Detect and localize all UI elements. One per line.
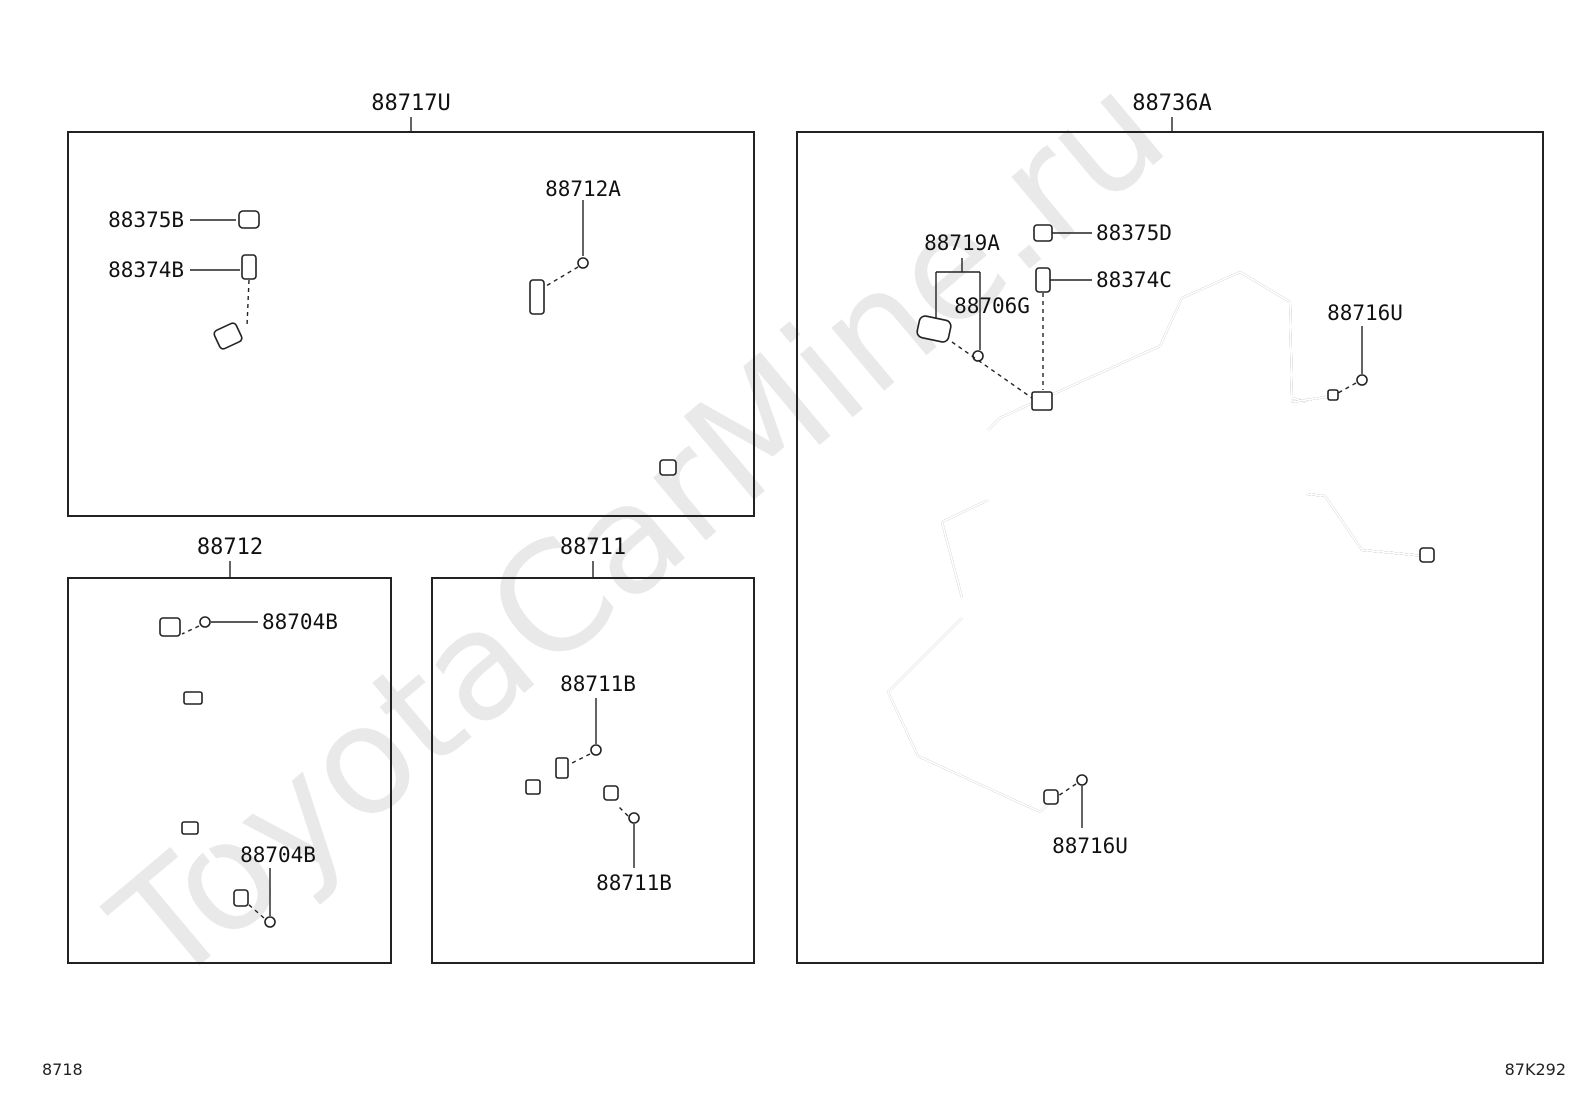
cap-88375b[interactable]: [238, 210, 260, 229]
washer-88712a[interactable]: [577, 257, 589, 269]
dash-leader: [951, 341, 1033, 399]
panel-88712: 88712 88704B 88704B: [67, 535, 392, 964]
dash-leader: [569, 753, 591, 765]
label-88711b-bottom[interactable]: 88711B: [596, 871, 672, 895]
dash-leader: [246, 279, 250, 327]
fitting-top: [159, 617, 181, 637]
hose-88711[interactable]: [509, 764, 616, 830]
label-88704b-top[interactable]: 88704B: [262, 610, 338, 634]
fitting-end-right: [1419, 547, 1435, 563]
dash-leader: [1337, 382, 1357, 394]
pressure-switch-88719a[interactable]: [916, 315, 952, 343]
fitting: [603, 785, 619, 801]
dash-leader: [617, 805, 629, 817]
dash-leader: [181, 625, 200, 635]
hose-ferrule: [181, 821, 199, 835]
dash-leader: [545, 266, 579, 287]
label-88375b[interactable]: 88375B: [108, 208, 184, 232]
hose-ferrule: [183, 691, 203, 705]
washer-88711b-top[interactable]: [590, 744, 602, 756]
fitting-end: [1327, 389, 1339, 401]
fitting-end-bottom: [1043, 789, 1059, 805]
valve-88374c[interactable]: [1035, 267, 1051, 293]
label-88375d[interactable]: 88375D: [1096, 221, 1172, 245]
label-88706g[interactable]: 88706G: [954, 294, 1030, 318]
washer-88704b-top[interactable]: [199, 616, 211, 628]
footer-right-code: 87K292: [1505, 1060, 1566, 1079]
dash-leader: [1057, 783, 1077, 797]
panel-title[interactable]: 88711: [560, 535, 626, 560]
panel-88717u: 88717U 88375B 88374B 88712A: [67, 91, 755, 517]
fitting-end-left: [213, 322, 243, 350]
label-88374b[interactable]: 88374B: [108, 258, 184, 282]
panel-title[interactable]: 88736A: [1132, 91, 1211, 116]
panel-frame: [67, 131, 755, 517]
washer-88716u-right[interactable]: [1356, 374, 1368, 386]
washer-88704b-bottom[interactable]: [264, 916, 276, 928]
washer-88716u-bottom[interactable]: [1076, 774, 1088, 786]
panel-title[interactable]: 88712: [197, 535, 263, 560]
label-leader: [935, 258, 981, 350]
panel-frame: [796, 131, 1544, 964]
bracket-clip: [529, 279, 545, 315]
label-88711b-top[interactable]: 88711B: [560, 672, 636, 696]
label-88716u-bottom[interactable]: 88716U: [1052, 834, 1128, 858]
label-88374c[interactable]: 88374C: [1096, 268, 1172, 292]
label-88716u-right[interactable]: 88716U: [1327, 301, 1403, 325]
panel-frame: [431, 577, 755, 964]
label-88704b-bottom[interactable]: 88704B: [240, 843, 316, 867]
washer-88711b-bottom[interactable]: [628, 812, 640, 824]
dash-leader: [247, 903, 265, 919]
fitting-bottom: [233, 889, 249, 907]
panel-88736a: 88736A 88719A 88706G 88375D: [796, 91, 1544, 964]
washer-88706g[interactable]: [972, 350, 984, 362]
valve-88374b[interactable]: [241, 254, 257, 280]
hose-88712[interactable]: [148, 624, 246, 902]
bracket-clip: [555, 757, 569, 779]
label-88712a[interactable]: 88712A: [545, 177, 621, 201]
fitting-end-right: [659, 459, 677, 476]
panel-title[interactable]: 88717U: [371, 91, 450, 116]
label-88719a[interactable]: 88719A: [924, 231, 1000, 255]
panel-88711: 88711 88711B 88711B: [431, 535, 755, 964]
panel-frame: [67, 577, 392, 964]
pipe-88736a[interactable]: [887, 271, 1426, 813]
cap-88375d[interactable]: [1033, 224, 1053, 242]
tee-block: [1031, 391, 1053, 411]
pipe-88717u[interactable]: [224, 168, 669, 480]
footer-left-code: 8718: [42, 1060, 83, 1079]
fitting: [525, 779, 541, 795]
